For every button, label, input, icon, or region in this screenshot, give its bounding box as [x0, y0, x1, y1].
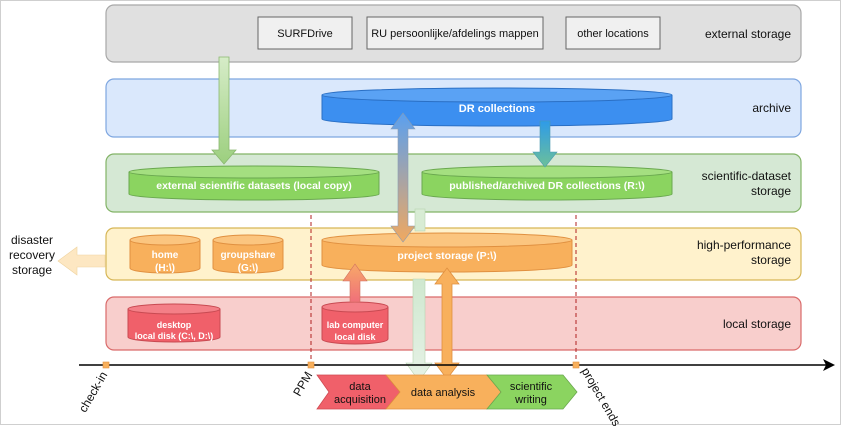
timeline-arrowhead — [823, 359, 835, 371]
home-cylinder — [129, 234, 201, 274]
external-datasets-cylinder — [128, 165, 380, 201]
disaster-recovery-arrow — [57, 246, 106, 276]
layer-label-scientific-1: scientific-dataset — [702, 169, 792, 183]
project-storage-label: project storage (P:\) — [397, 250, 496, 262]
layer-label-hpc-1: high-performance — [697, 238, 791, 252]
phase-writing-label-2: writing — [514, 394, 547, 406]
dr-collections-label: DR collections — [459, 103, 535, 115]
surfdrive-to-datasets-arrow — [211, 56, 237, 165]
dr-to-published-arrow — [532, 120, 558, 168]
layer-label-archive: archive — [752, 101, 791, 115]
published-collections-label: published/archived DR collections (R:\) — [449, 180, 644, 192]
disaster-label-2: recovery — [9, 248, 55, 262]
project-ends-marker — [572, 361, 580, 369]
desktop-label-2: local disk (C:\, D:\) — [135, 331, 214, 341]
layer-label-scientific-2: storage — [751, 184, 791, 198]
layer-local — [105, 296, 802, 351]
home-label-1: home — [152, 250, 179, 261]
published-project-connector — [414, 208, 426, 232]
ppm-marker — [307, 361, 315, 369]
home-label-2: (H:\) — [155, 263, 175, 274]
project-to-analysis-arrow — [405, 278, 433, 382]
desktop-cylinder — [127, 303, 221, 343]
groupshare-label-1: groupshare — [220, 250, 275, 261]
desktop-label-1: desktop — [157, 320, 192, 330]
disaster-label-1: disaster — [11, 233, 53, 247]
phase-analysis-label: data analysis — [411, 387, 476, 399]
ru-folders-box — [366, 16, 544, 50]
external-datasets-label: external scientific datasets (local copy… — [156, 180, 352, 192]
dr-project-double-arrow — [390, 112, 416, 243]
phase-acquisition-label-1: data — [349, 381, 371, 393]
layer-label-local: local storage — [723, 317, 791, 331]
groupshare-cylinder — [212, 234, 284, 274]
surfdrive-box — [257, 16, 353, 50]
phase-scientific-writing — [486, 374, 578, 410]
checkin-label: check-in — [76, 369, 110, 415]
lab-computer-label-1: lab computer — [327, 320, 384, 330]
project-storage-cylinder — [321, 232, 573, 273]
dr-collections-cylinder — [321, 87, 673, 127]
project-ends-label: project ends — [579, 365, 624, 426]
groupshare-label-2: (G:\) — [238, 263, 259, 274]
disaster-label-3: storage — [12, 263, 52, 277]
other-locations-label: other locations — [577, 28, 649, 40]
published-collections-cylinder — [421, 165, 673, 201]
lab-computer-cylinder — [321, 301, 389, 345]
phase-acquisition-label-2: acquisition — [334, 394, 386, 406]
layer-label-external: external storage — [705, 27, 791, 41]
lab-to-project-arrow — [342, 263, 368, 303]
lab-computer-label-2: local disk — [334, 332, 376, 342]
checkin-marker — [102, 361, 110, 369]
ru-folders-label: RU persoonlijke/afdelings mappen — [371, 28, 539, 40]
phase-writing-label-1: scientific — [510, 381, 553, 393]
surfdrive-label: SURFDrive — [277, 28, 333, 40]
other-locations-box — [565, 16, 661, 50]
layer-label-hpc-2: storage — [751, 253, 791, 267]
ppm-label: PPM — [290, 369, 315, 399]
